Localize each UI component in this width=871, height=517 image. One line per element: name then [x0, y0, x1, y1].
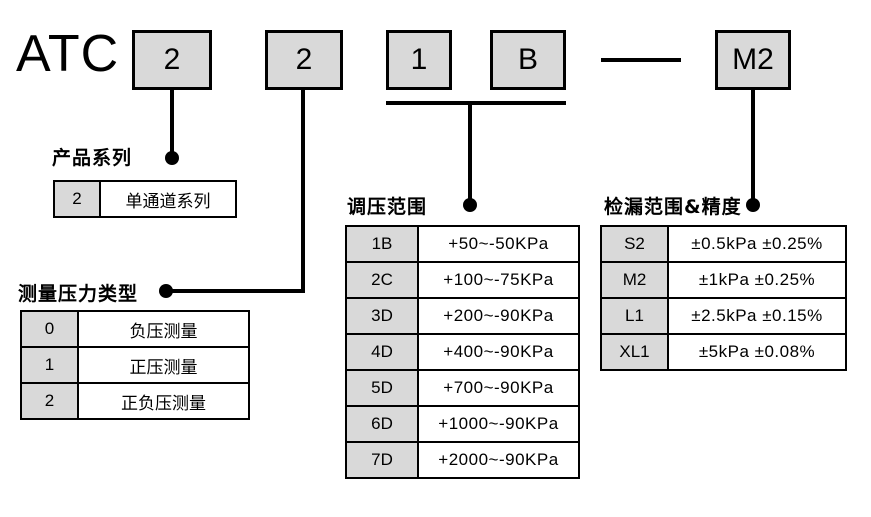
table-row: 2C +100~-75KPa	[345, 261, 580, 299]
cell-code: 3D	[345, 297, 419, 335]
cell-desc: +200~-90KPa	[417, 297, 580, 335]
table-row: 7D +2000~-90KPa	[345, 441, 580, 479]
table-row: 4D +400~-90KPa	[345, 333, 580, 371]
connector-pressure-type-horizontal	[165, 289, 305, 293]
table-row: 2 正负压测量	[20, 382, 250, 420]
connector-pressure-type-dot	[159, 284, 173, 298]
connector-range-bracket	[386, 101, 566, 105]
cell-desc: 单通道系列	[99, 180, 237, 218]
cell-code: L1	[600, 297, 669, 335]
cell-code: S2	[600, 225, 669, 263]
cell-desc: +400~-90KPa	[417, 333, 580, 371]
connector-range-vertical	[468, 101, 472, 203]
caption-pressure-type: 测量压力类型	[18, 283, 139, 305]
cell-desc: +700~-90KPa	[417, 369, 580, 407]
cell-desc: ±0.5kPa ±0.25%	[667, 225, 847, 263]
caption-pressure-range: 调压范围	[347, 196, 428, 218]
table-leak-range: S2 ±0.5kPa ±0.25% M2 ±1kPa ±0.25% L1 ±2.…	[600, 225, 847, 371]
cell-code: 6D	[345, 405, 419, 443]
table-row: 1B +50~-50KPa	[345, 225, 580, 263]
code-box-series[interactable]: 2	[132, 30, 212, 90]
cell-desc: ±1kPa ±0.25%	[667, 261, 847, 299]
cell-code: 7D	[345, 441, 419, 479]
connector-pressure-type-vertical	[301, 90, 305, 293]
cell-code: 2	[53, 180, 101, 218]
connector-range-dot	[463, 198, 477, 212]
table-row: 6D +1000~-90KPa	[345, 405, 580, 443]
cell-code: 5D	[345, 369, 419, 407]
code-box-leak-accuracy[interactable]: M2	[715, 30, 791, 90]
cell-desc: ±5kPa ±0.08%	[667, 333, 847, 371]
connector-series-dot	[165, 151, 179, 165]
table-row: 2 单通道系列	[53, 180, 237, 218]
cell-desc: +1000~-90KPa	[417, 405, 580, 443]
caption-leak-range: 检漏范围&精度	[604, 196, 742, 218]
cell-code: 0	[20, 310, 79, 348]
connector-leak-vertical	[751, 90, 755, 203]
cell-code: XL1	[600, 333, 669, 371]
table-row: XL1 ±5kPa ±0.08%	[600, 333, 847, 371]
table-pressure-range: 1B +50~-50KPa 2C +100~-75KPa 3D +200~-90…	[345, 225, 580, 479]
code-box-pressure-type[interactable]: 2	[265, 30, 343, 90]
cell-code: M2	[600, 261, 669, 299]
cell-desc: ±2.5kPa ±0.15%	[667, 297, 847, 335]
connector-series-vertical	[170, 90, 174, 162]
cell-desc: 正负压测量	[77, 382, 250, 420]
code-box-range-digit[interactable]: 1	[386, 30, 452, 90]
cell-desc: 正压测量	[77, 346, 250, 384]
cell-desc: 负压测量	[77, 310, 250, 348]
table-row: 0 负压测量	[20, 310, 250, 348]
table-pressure-type: 0 负压测量 1 正压测量 2 正负压测量	[20, 310, 250, 420]
cell-code: 2	[20, 382, 79, 420]
cell-code: 2C	[345, 261, 419, 299]
code-box-range-letter[interactable]: B	[490, 30, 566, 90]
table-row: 1 正压测量	[20, 346, 250, 384]
table-row: 3D +200~-90KPa	[345, 297, 580, 335]
code-separator-dash	[601, 58, 681, 62]
cell-code: 1B	[345, 225, 419, 263]
table-product-series: 2 单通道系列	[53, 180, 237, 218]
connector-leak-dot	[746, 198, 760, 212]
cell-desc: +100~-75KPa	[417, 261, 580, 299]
model-prefix-text: ATC	[16, 25, 120, 83]
cell-desc: +50~-50KPa	[417, 225, 580, 263]
cell-code: 4D	[345, 333, 419, 371]
table-row: 5D +700~-90KPa	[345, 369, 580, 407]
table-row: M2 ±1kPa ±0.25%	[600, 261, 847, 299]
cell-code: 1	[20, 346, 79, 384]
table-row: S2 ±0.5kPa ±0.25%	[600, 225, 847, 263]
cell-desc: +2000~-90KPa	[417, 441, 580, 479]
caption-product-series: 产品系列	[52, 147, 133, 169]
table-row: L1 ±2.5kPa ±0.15%	[600, 297, 847, 335]
